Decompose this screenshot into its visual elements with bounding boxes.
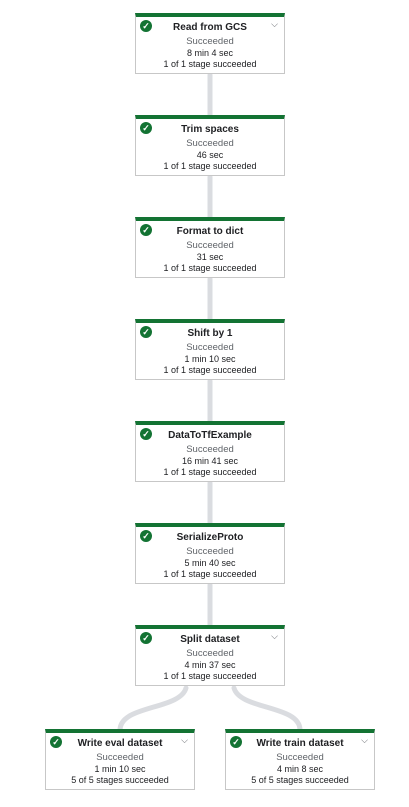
step-stages: 1 of 1 stage succeeded xyxy=(163,59,257,69)
step-shift-by-1[interactable]: ✓ Shift by 1 Succeeded 1 min 10 sec 1 of… xyxy=(135,319,285,380)
step-title: Write eval dataset xyxy=(77,738,163,749)
step-format-to-dict[interactable]: ✓ Format to dict Succeeded 31 sec 1 of 1… xyxy=(135,217,285,278)
step-status: Succeeded xyxy=(186,444,234,455)
step-duration: 1 min 10 sec xyxy=(184,354,236,364)
step-stages: 1 of 1 stage succeeded xyxy=(163,161,257,171)
step-duration: 31 sec xyxy=(196,252,224,262)
chevron-down-icon[interactable]: ⌵ xyxy=(361,735,368,745)
check-circle-icon: ✓ xyxy=(140,122,152,134)
step-duration: 16 min 41 sec xyxy=(181,456,239,466)
step-serialize-proto[interactable]: ✓ SerializeProto Succeeded 5 min 40 sec … xyxy=(135,523,285,584)
edge xyxy=(231,685,303,733)
step-stages: 1 of 1 stage succeeded xyxy=(163,671,257,681)
step-stages: 1 of 1 stage succeeded xyxy=(163,569,257,579)
step-trim-spaces[interactable]: ✓ Trim spaces Succeeded 46 sec 1 of 1 st… xyxy=(135,115,285,176)
step-status: Succeeded xyxy=(186,546,234,557)
step-title: Write train dataset xyxy=(256,738,344,749)
step-data-to-tf-example[interactable]: ✓ DataToTfExample Succeeded 16 min 41 se… xyxy=(135,421,285,482)
step-status: Succeeded xyxy=(186,342,234,353)
check-circle-icon: ✓ xyxy=(230,736,242,748)
edge xyxy=(117,685,189,733)
step-title: DataToTfExample xyxy=(168,430,252,441)
step-title: Shift by 1 xyxy=(187,328,233,339)
step-write-train-dataset[interactable]: ✓ ⌵ Write train dataset Succeeded 4 min … xyxy=(225,729,375,790)
step-stages: 1 of 1 stage succeeded xyxy=(163,263,257,273)
step-stages: 1 of 1 stage succeeded xyxy=(163,365,257,375)
step-duration: 8 min 4 sec xyxy=(186,48,234,58)
step-stages: 5 of 5 stages succeeded xyxy=(251,775,349,785)
step-status: Succeeded xyxy=(186,648,234,659)
step-duration: 46 sec xyxy=(196,150,224,160)
chevron-down-icon[interactable]: ⌵ xyxy=(271,631,278,641)
step-title: Split dataset xyxy=(180,634,240,645)
step-status: Succeeded xyxy=(186,138,234,149)
step-title: Format to dict xyxy=(176,226,244,237)
step-read-from-gcs[interactable]: ✓ ⌵ Read from GCS Succeeded 8 min 4 sec … xyxy=(135,13,285,74)
step-title: Read from GCS xyxy=(173,22,247,33)
step-duration: 4 min 37 sec xyxy=(184,660,236,670)
check-circle-icon: ✓ xyxy=(140,20,152,32)
check-circle-icon: ✓ xyxy=(140,224,152,236)
step-title: Trim spaces xyxy=(181,124,239,135)
step-title: SerializeProto xyxy=(176,532,244,543)
chevron-down-icon[interactable]: ⌵ xyxy=(271,19,278,29)
step-write-eval-dataset[interactable]: ✓ ⌵ Write eval dataset Succeeded 1 min 1… xyxy=(45,729,195,790)
check-circle-icon: ✓ xyxy=(140,530,152,542)
step-stages: 1 of 1 stage succeeded xyxy=(163,467,257,477)
step-status: Succeeded xyxy=(186,240,234,251)
check-circle-icon: ✓ xyxy=(140,326,152,338)
step-split-dataset[interactable]: ✓ ⌵ Split dataset Succeeded 4 min 37 sec… xyxy=(135,625,285,686)
step-stages: 5 of 5 stages succeeded xyxy=(71,775,169,785)
chevron-down-icon[interactable]: ⌵ xyxy=(181,735,188,745)
step-duration: 4 min 8 sec xyxy=(276,764,324,774)
step-status: Succeeded xyxy=(96,752,144,763)
check-circle-icon: ✓ xyxy=(140,428,152,440)
check-circle-icon: ✓ xyxy=(50,736,62,748)
step-duration: 1 min 10 sec xyxy=(94,764,146,774)
step-status: Succeeded xyxy=(186,36,234,47)
step-status: Succeeded xyxy=(276,752,324,763)
step-duration: 5 min 40 sec xyxy=(184,558,236,568)
check-circle-icon: ✓ xyxy=(140,632,152,644)
